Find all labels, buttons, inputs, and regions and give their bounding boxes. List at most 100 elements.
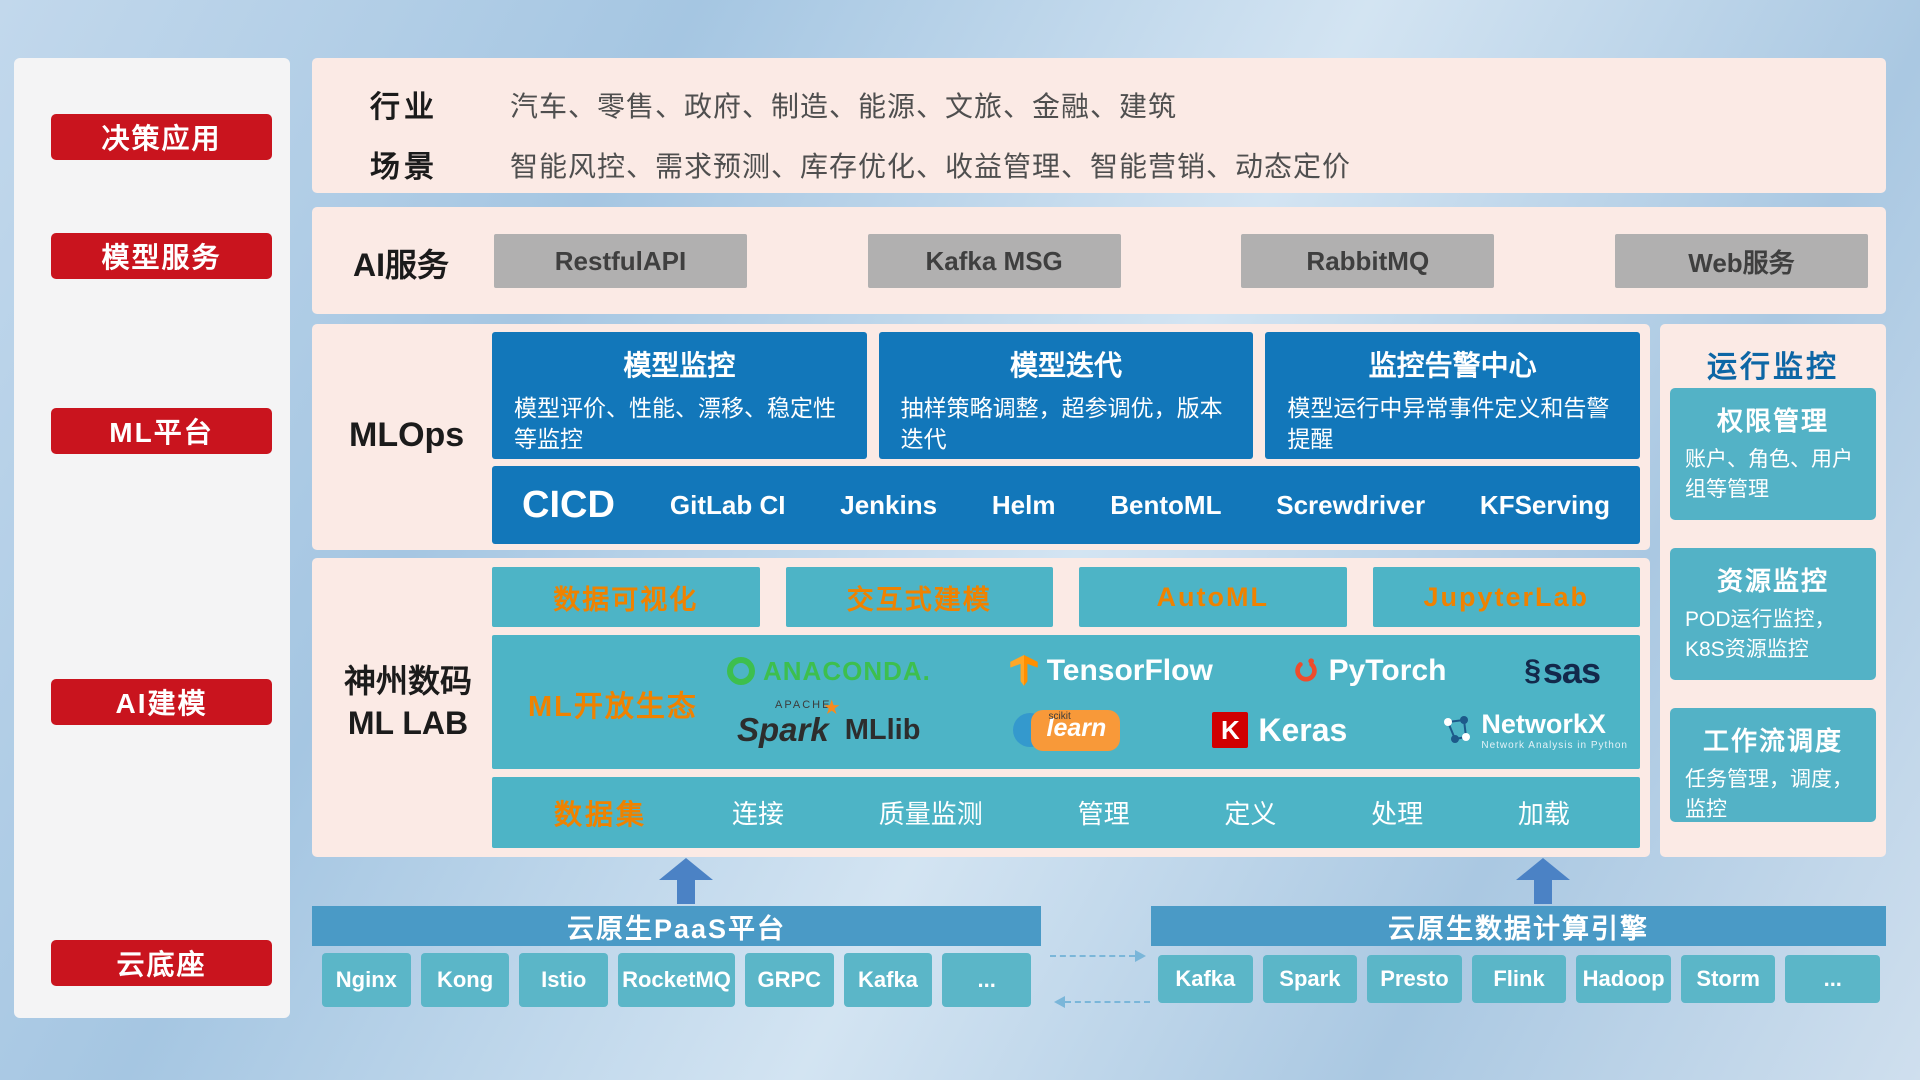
tensorflow-text: TensorFlow	[1046, 654, 1213, 687]
pytorch-logo: PyTorch	[1291, 654, 1446, 688]
up-arrow-right	[1516, 858, 1570, 904]
cicd-gitlab-ci: GitLab CI	[669, 489, 786, 520]
paas-kong: Kong	[420, 953, 510, 1007]
mllab-label-line2: ML LAB	[347, 704, 469, 741]
ai-services-panel: AI服务 RestfulAPI Kafka MSG RabbitMQ Web服务	[312, 207, 1886, 314]
dataset-manage: 管理	[1077, 799, 1130, 829]
anaconda-logo: ANACONDA.	[727, 656, 931, 687]
workflow-scheduling-card: 工作流调度 任务管理，调度，监控	[1670, 708, 1876, 822]
card-desc: 账户、角色、用户组等管理	[1685, 448, 1853, 502]
tensorflow-icon	[1009, 655, 1038, 686]
arrow-head-right	[1135, 950, 1146, 962]
arrow-stem	[677, 880, 695, 904]
tensorflow-logo: TensorFlow	[1009, 654, 1213, 688]
rail-item-cloud-base: 云底座	[51, 940, 272, 986]
spark-mllib-logo: APACHE ★ Spark MLlib	[737, 697, 921, 749]
dashed-line	[1065, 1001, 1150, 1003]
card-title: 权限管理	[1716, 406, 1829, 436]
engine-spark: Spark	[1262, 955, 1358, 1003]
left-rail: 决策应用 模型服务 ML平台 AI建模 云底座	[14, 58, 290, 1018]
rail-item-ai-modeling: AI建模	[51, 679, 272, 725]
dataset-connect: 连接	[732, 799, 785, 829]
engine-hadoop: Hadoop	[1576, 955, 1671, 1003]
cicd-screwdriver: Screwdriver	[1276, 489, 1426, 520]
industry-label: 行业	[370, 91, 438, 124]
runtime-monitoring-title: 运行监控	[1707, 351, 1839, 384]
cicd-helm: Helm	[991, 489, 1056, 520]
networkx-logo: NetworkX Network Analysis in Python	[1439, 709, 1628, 751]
up-arrow-left	[659, 858, 713, 904]
card-title: 工作流调度	[1702, 726, 1843, 756]
card-desc: 模型运行中异常事件定义和告警提醒	[1287, 395, 1610, 453]
card-title: 监控告警中心	[1368, 350, 1537, 381]
keras-icon: K	[1212, 712, 1249, 748]
arrow-head	[1516, 858, 1570, 880]
permission-management-card: 权限管理 账户、角色、用户组等管理	[1670, 388, 1876, 520]
model-iteration-card: 模型迭代 抽样策略调整，超参调优，版本迭代	[878, 332, 1254, 459]
pytorch-icon	[1294, 658, 1317, 682]
card-title: 模型监控	[623, 350, 736, 381]
card-desc: 模型评价、性能、漂移、稳定性等监控	[514, 395, 836, 453]
service-web: Web服务	[1614, 234, 1868, 288]
engine-flink: Flink	[1471, 955, 1567, 1003]
scenario-list: 智能风控、需求预测、库存优化、收益管理、智能营销、动态定价	[510, 151, 1352, 182]
mllib-text: MLlib	[844, 713, 921, 746]
dataset-process: 处理	[1371, 799, 1424, 829]
sas-text: sas	[1542, 650, 1601, 691]
paas-istio: Istio	[519, 953, 609, 1007]
engine-presto: Presto	[1367, 955, 1462, 1003]
cicd-kfserving: KFServing	[1479, 489, 1610, 520]
scikit-small-text: scikit	[1048, 710, 1071, 722]
service-kafka-msg: Kafka MSG	[867, 234, 1121, 288]
dataset-bar: 数据集 连接 质量监测 管理 定义 处理 加载	[492, 777, 1640, 848]
spark-star-icon: ★	[822, 697, 841, 719]
card-title: 模型迭代	[1010, 350, 1123, 381]
rail-item-ml-platform: ML平台	[51, 408, 272, 454]
mllab-tools-row: 数据可视化 交互式建模 AutoML JupyterLab	[492, 567, 1640, 627]
dataset-load: 加载	[1517, 799, 1570, 829]
dataset-items: 连接 质量监测 管理 定义 处理 加载	[732, 794, 1570, 831]
rail-item-model-services: 模型服务	[51, 233, 272, 279]
cicd-bentoml: BentoML	[1110, 489, 1222, 520]
card-desc: 任务管理，调度，监控	[1685, 768, 1853, 822]
sas-logo: § sas	[1524, 650, 1601, 692]
anaconda-text: ANACONDA.	[763, 655, 931, 686]
mlops-cards: 模型监控 模型评价、性能、漂移、稳定性等监控 模型迭代 抽样策略调整，超参调优，…	[492, 332, 1641, 459]
paas-platform-header: 云原生PaaS平台	[312, 906, 1041, 946]
mlops-label: MLOps	[349, 416, 465, 454]
engine-storm: Storm	[1680, 955, 1776, 1003]
runtime-monitoring-panel: 运行监控 权限管理 账户、角色、用户组等管理 资源监控 POD运行监控，K8S资…	[1660, 324, 1886, 857]
data-engine-components-row: Kafka Spark Presto Flink Hadoop Storm ..…	[1158, 955, 1881, 1003]
card-desc: 抽样策略调整，超参调优，版本迭代	[900, 395, 1223, 453]
keras-logo: K Keras	[1212, 712, 1347, 749]
cicd-jenkins: Jenkins	[840, 489, 938, 520]
paas-more: ...	[942, 953, 1032, 1007]
arrow-head	[659, 858, 713, 880]
dashed-arrow-right	[1050, 950, 1146, 962]
engine-more: ...	[1785, 955, 1881, 1003]
keras-text: Keras	[1258, 711, 1348, 748]
service-restfulapi: RestfulAPI	[494, 234, 747, 288]
ecosystem-logo-row-2: APACHE ★ Spark MLlib scikit learn K Kera…	[737, 697, 1628, 759]
sas-icon: §	[1524, 654, 1541, 687]
tool-jupyterlab: JupyterLab	[1372, 567, 1640, 627]
alert-center-card: 监控告警中心 模型运行中异常事件定义和告警提醒	[1265, 332, 1641, 459]
data-engine-header: 云原生数据计算引擎	[1151, 906, 1886, 946]
tool-automl: AutoML	[1079, 567, 1347, 627]
card-desc: POD运行监控，K8S资源监控	[1685, 608, 1836, 662]
networkx-texts: NetworkX Network Analysis in Python	[1481, 709, 1628, 751]
ai-services-label: AI服务	[353, 247, 450, 283]
scenario-label: 场景	[370, 151, 438, 184]
ml-ecosystem-label: ML开放生态	[528, 691, 698, 723]
engine-kafka: Kafka	[1158, 955, 1253, 1003]
model-monitoring-card: 模型监控 模型评价、性能、漂移、稳定性等监控	[492, 332, 867, 459]
dataset-quality-monitoring: 质量监测	[878, 799, 983, 829]
tool-interactive-modeling: 交互式建模	[785, 567, 1053, 627]
ecosystem-logo-row-1: ANACONDA. TensorFlow PyTorch	[727, 645, 1601, 697]
rail-item-decision-apps: 决策应用	[51, 114, 272, 160]
mlops-panel: MLOps 模型监控 模型评价、性能、漂移、稳定性等监控 模型迭代 抽样策略调整…	[312, 324, 1650, 550]
paas-rocketmq: RocketMQ	[618, 953, 735, 1007]
service-rabbitmq: RabbitMQ	[1241, 234, 1495, 288]
ml-ecosystem-block: ML开放生态 ANACONDA. TensorFlow	[492, 635, 1640, 769]
scikit-learn-badge: scikit learn	[1030, 709, 1121, 751]
